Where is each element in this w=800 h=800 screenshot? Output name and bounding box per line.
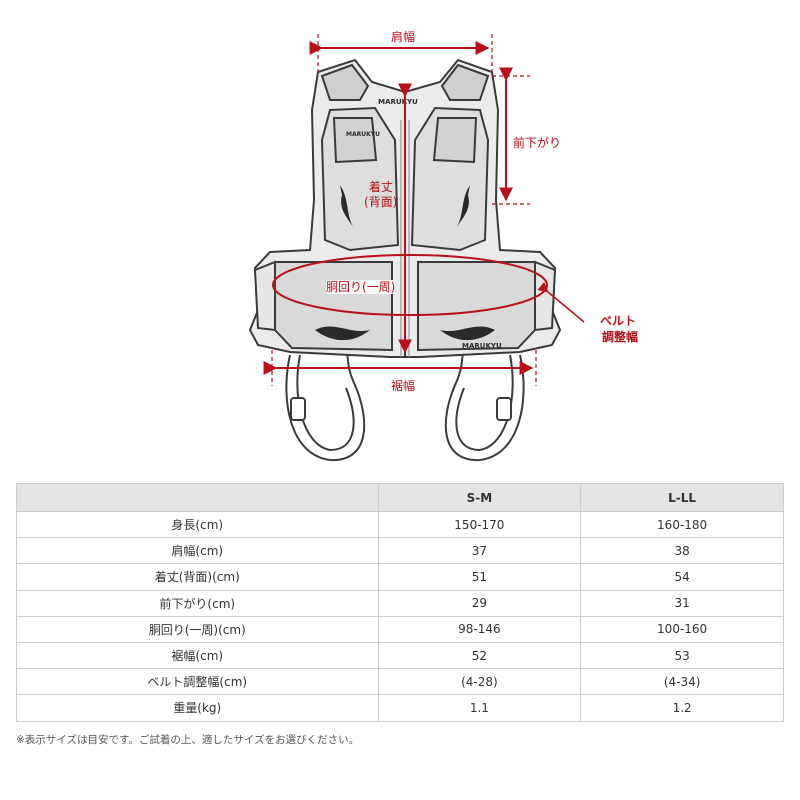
value-s-m: 98-146 xyxy=(377,615,582,643)
table-header-blank xyxy=(16,483,379,512)
vest-size-diagram: MARUKYU MARUKYU MARUKYU 肩幅 前下がり 着丈 xyxy=(248,30,639,462)
belt-adjust-label-line2: 調整幅 xyxy=(602,330,639,344)
value-l-ll: 160-180 xyxy=(580,510,784,539)
hem-width-label: 裾幅 xyxy=(391,379,416,393)
row-label: 裾幅(cm) xyxy=(16,641,379,670)
table-row: 着丈(背面)(cm) 51 54 xyxy=(16,563,784,591)
table-row: 身長(cm) 150-170 160-180 xyxy=(16,510,784,539)
row-label: 胴回り(一周)(cm) xyxy=(16,615,379,643)
value-s-m: 150-170 xyxy=(377,510,582,539)
row-label: ベルト調整幅(cm) xyxy=(16,668,379,696)
row-label: 身長(cm) xyxy=(16,510,379,539)
value-l-ll: 38 xyxy=(580,537,784,565)
measurement-lines xyxy=(263,34,585,386)
belt-adjust-label-line1: ベルト xyxy=(600,314,637,328)
value-l-ll: 100-160 xyxy=(580,615,784,643)
table-row: 肩幅(cm) 37 38 xyxy=(16,537,784,565)
front-drop-label: 前下がり xyxy=(513,136,562,150)
tribal-decoration xyxy=(315,185,495,341)
table-row: ベルト調整幅(cm) (4-28) (4-34) xyxy=(16,668,784,696)
brand-mark-collar: MARUKYU xyxy=(378,98,418,106)
value-l-ll: 1.2 xyxy=(580,694,784,722)
value-l-ll: (4-34) xyxy=(580,668,784,696)
value-l-ll: 31 xyxy=(580,589,784,617)
value-s-m: (4-28) xyxy=(377,668,582,696)
leg-straps xyxy=(285,349,525,462)
row-label: 前下がり(cm) xyxy=(16,589,379,617)
value-s-m: 29 xyxy=(377,589,582,617)
table-row: 前下がり(cm) 29 31 xyxy=(16,589,784,617)
table-row: 裾幅(cm) 52 53 xyxy=(16,641,784,670)
table-header-row: S-M L-LL xyxy=(16,483,784,512)
value-l-ll: 54 xyxy=(580,563,784,591)
row-label: 肩幅(cm) xyxy=(16,537,379,565)
value-l-ll: 53 xyxy=(580,641,784,670)
row-label: 重量(kg) xyxy=(16,694,379,722)
table-row: 重量(kg) 1.1 1.2 xyxy=(16,694,784,722)
value-s-m: 51 xyxy=(377,563,582,591)
size-spec-table: S-M L-LL 身長(cm) 150-170 160-180 肩幅(cm) 3… xyxy=(16,483,784,722)
shoulder-width-label: 肩幅 xyxy=(391,30,416,44)
table-header-l-ll: L-LL xyxy=(580,483,784,512)
length-back-label-line1: 着丈 xyxy=(369,180,394,194)
value-s-m: 1.1 xyxy=(377,694,582,722)
value-s-m: 52 xyxy=(377,641,582,670)
table-header-s-m: S-M xyxy=(377,483,582,512)
brand-mark-chest: MARUKYU xyxy=(346,131,380,138)
table-row: 胴回り(一周)(cm) 98-146 100-160 xyxy=(16,615,784,643)
vest-illustration: MARUKYU MARUKYU MARUKYU xyxy=(248,34,585,462)
row-label: 着丈(背面)(cm) xyxy=(16,563,379,591)
size-note: ※表示サイズは目安です。ご試着の上、適したサイズをお選びください。 xyxy=(16,734,360,746)
brand-mark-pocket: MARUKYU xyxy=(462,342,502,350)
length-back-label-line2: (背面) xyxy=(364,195,398,209)
value-s-m: 37 xyxy=(377,537,582,565)
waist-label: 胴回り(一周) xyxy=(326,280,396,294)
